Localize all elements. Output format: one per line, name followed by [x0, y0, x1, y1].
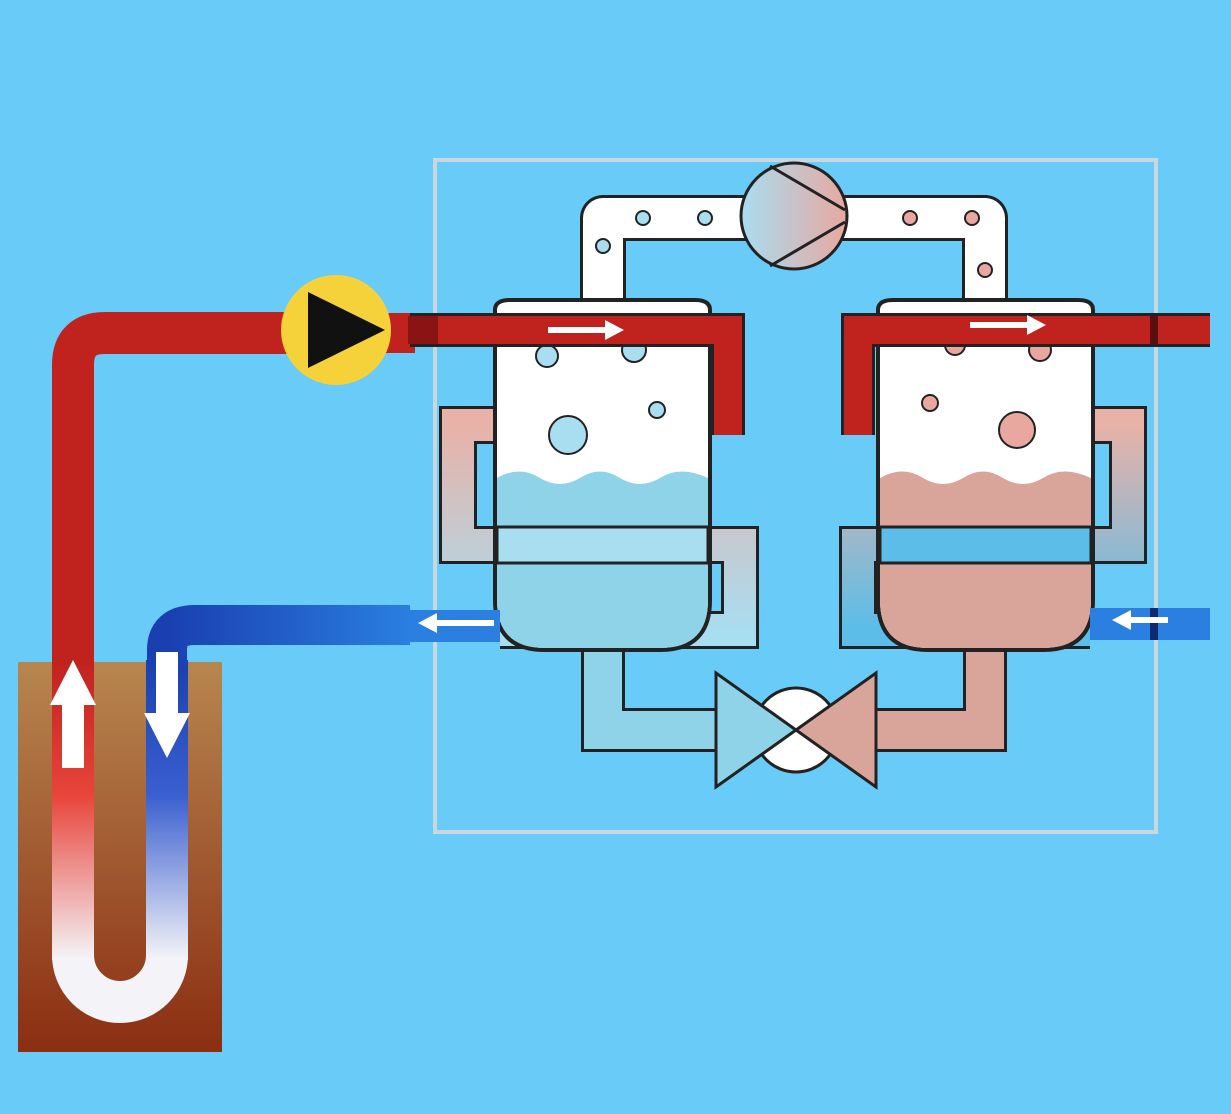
heating-return-pipe — [1090, 608, 1210, 640]
evaporator-hot-loop — [408, 313, 745, 435]
circulation-pump-icon — [281, 275, 415, 385]
flow-arrow-icon — [970, 315, 1046, 335]
heat-pump-unit-frame — [433, 158, 1158, 834]
flow-arrow-icon — [418, 613, 494, 633]
compressor-icon — [739, 161, 849, 271]
evaporator-vessel — [439, 298, 759, 652]
flow-arrow-icon — [1112, 610, 1168, 630]
flow-arrow-icon — [548, 320, 624, 340]
ground-flow-up-arrow — [50, 660, 96, 768]
condenser-vessel — [839, 298, 1147, 652]
liquid-line — [581, 640, 1007, 752]
hot-supply-pipe — [52, 312, 300, 665]
condenser-hot-loop — [841, 313, 1210, 435]
ground-flow-down-arrow — [144, 652, 190, 758]
expansion-valve-icon — [714, 670, 878, 790]
cold-return-pipe — [147, 605, 410, 665]
